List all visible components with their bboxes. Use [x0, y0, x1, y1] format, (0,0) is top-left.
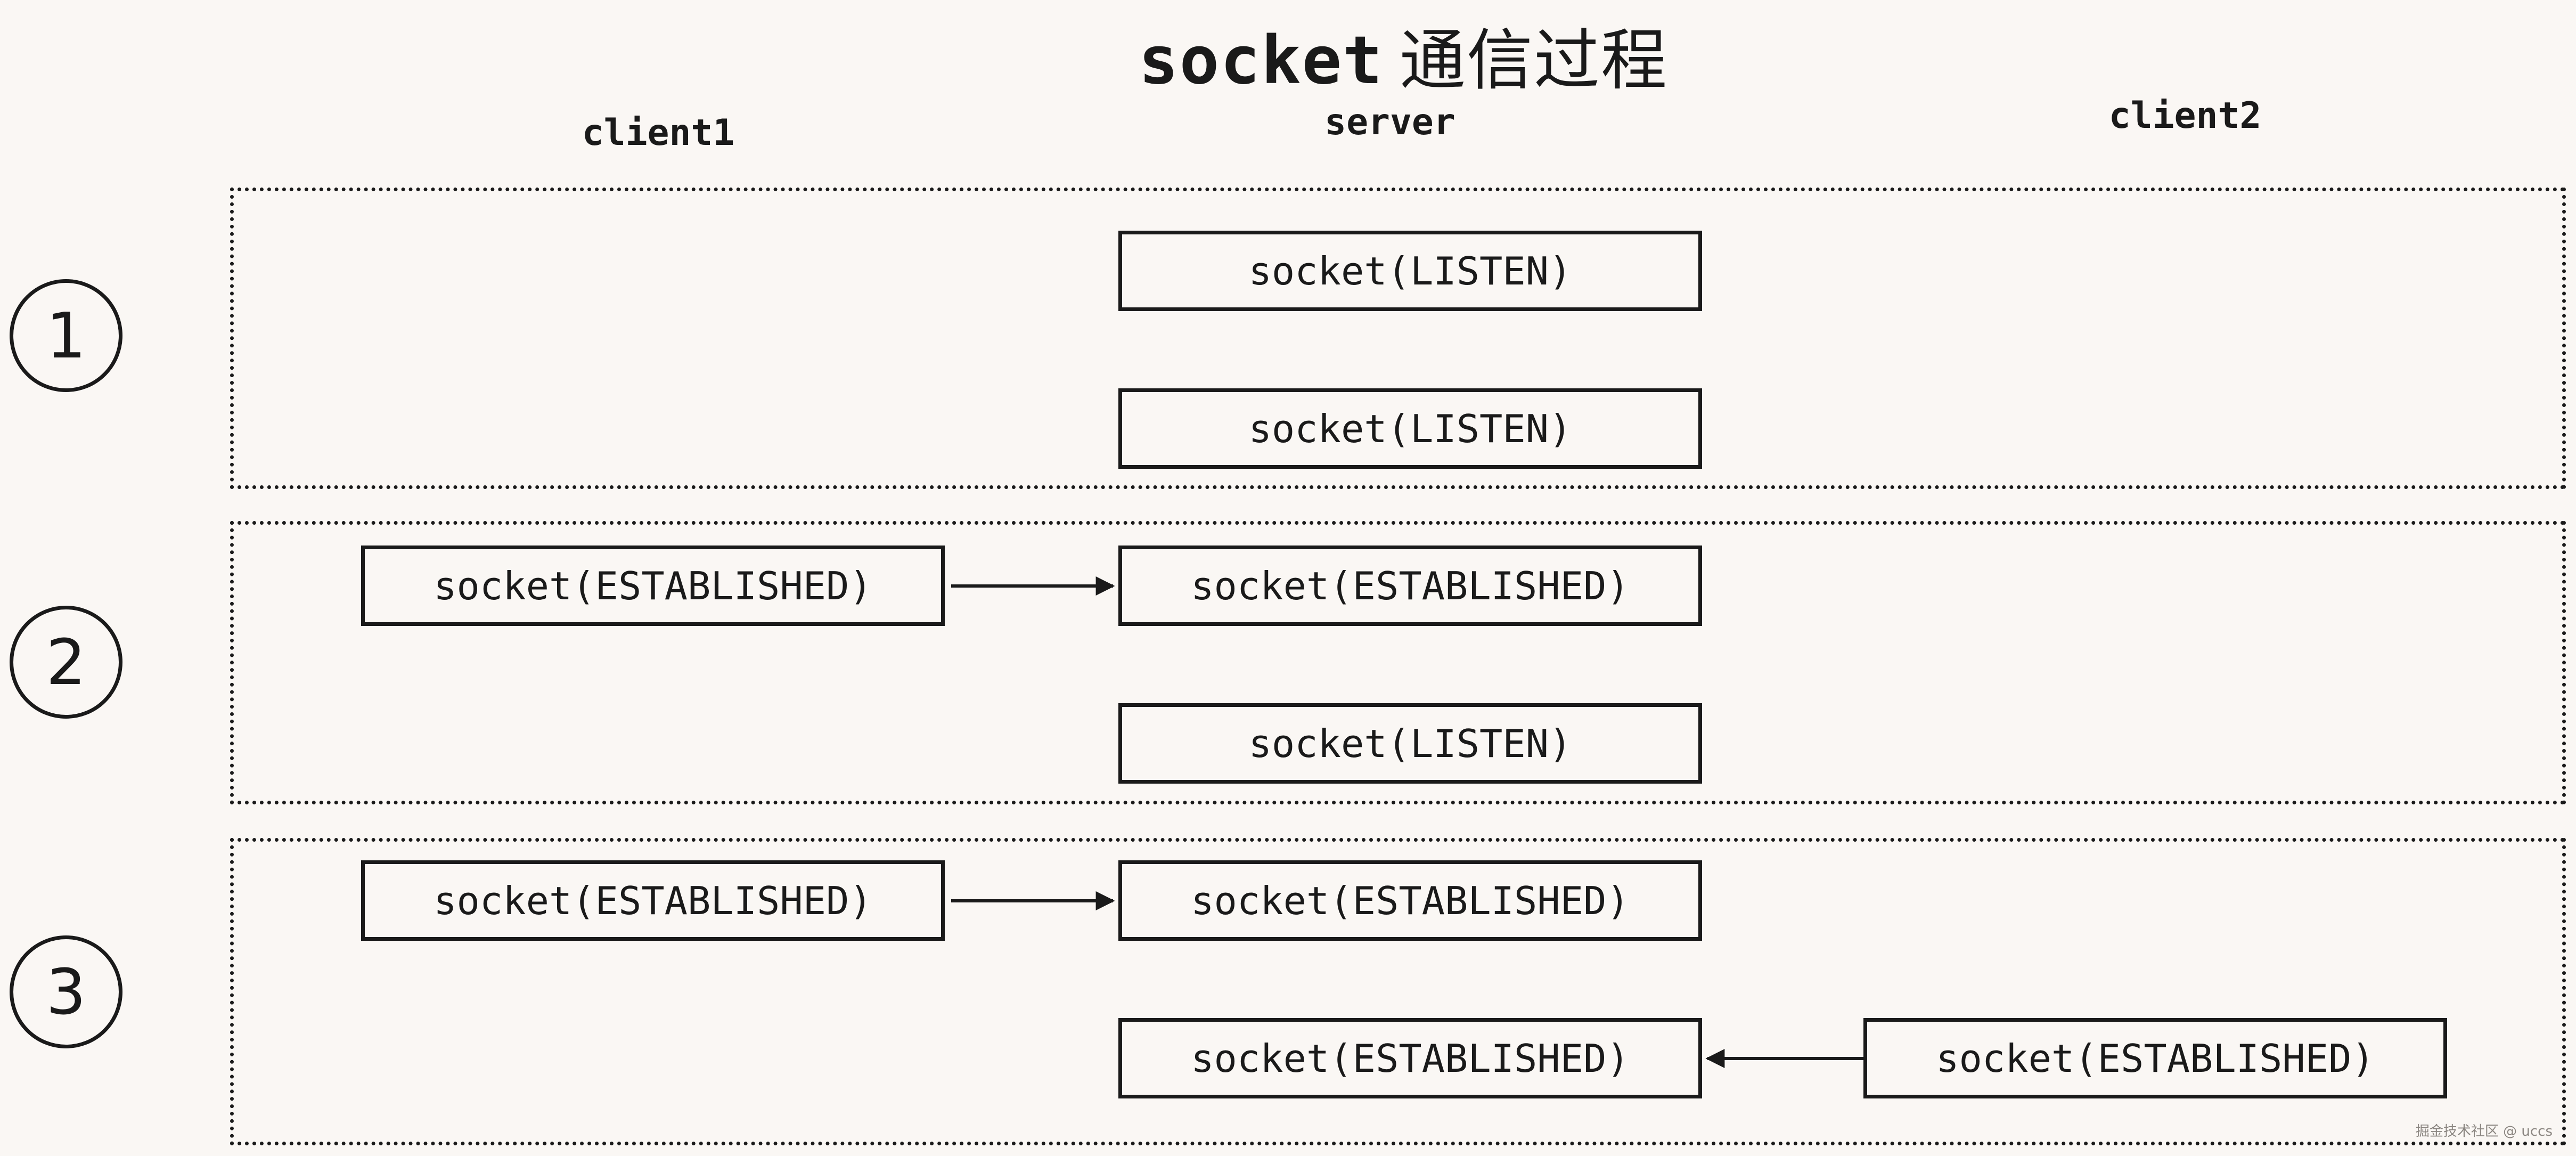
watermark: 掘金技术社区 @ uccs — [2415, 1124, 2553, 1139]
server-socket-box: socket(ESTABLISHED) — [1118, 546, 1702, 626]
step-number-2: 2 — [10, 606, 122, 719]
server-socket-box: socket(ESTABLISHED) — [1118, 860, 1702, 941]
client1-socket-box: socket(ESTABLISHED) — [361, 860, 945, 941]
server-socket-box: socket(ESTABLISHED) — [1118, 1018, 1702, 1098]
step-panel-2 — [230, 521, 2566, 804]
server-socket-box: socket(LISTEN) — [1118, 703, 1702, 784]
step-number-1: 1 — [10, 279, 122, 392]
column-label-client1: client1 — [582, 112, 735, 154]
client1-socket-box: socket(ESTABLISHED) — [361, 546, 945, 626]
server-socket-box: socket(LISTEN) — [1118, 231, 1702, 311]
title-main: socket — [1139, 22, 1384, 99]
title-suffix: 通信过程 — [1399, 22, 1668, 99]
column-label-server: server — [1324, 101, 1455, 143]
server-socket-box: socket(LISTEN) — [1118, 388, 1702, 469]
step-panel-3 — [230, 838, 2566, 1145]
column-label-client2: client2 — [2108, 95, 2262, 137]
step-number-3: 3 — [10, 935, 122, 1048]
client2-socket-box: socket(ESTABLISHED) — [1863, 1018, 2447, 1098]
step-panel-1 — [230, 188, 2566, 489]
